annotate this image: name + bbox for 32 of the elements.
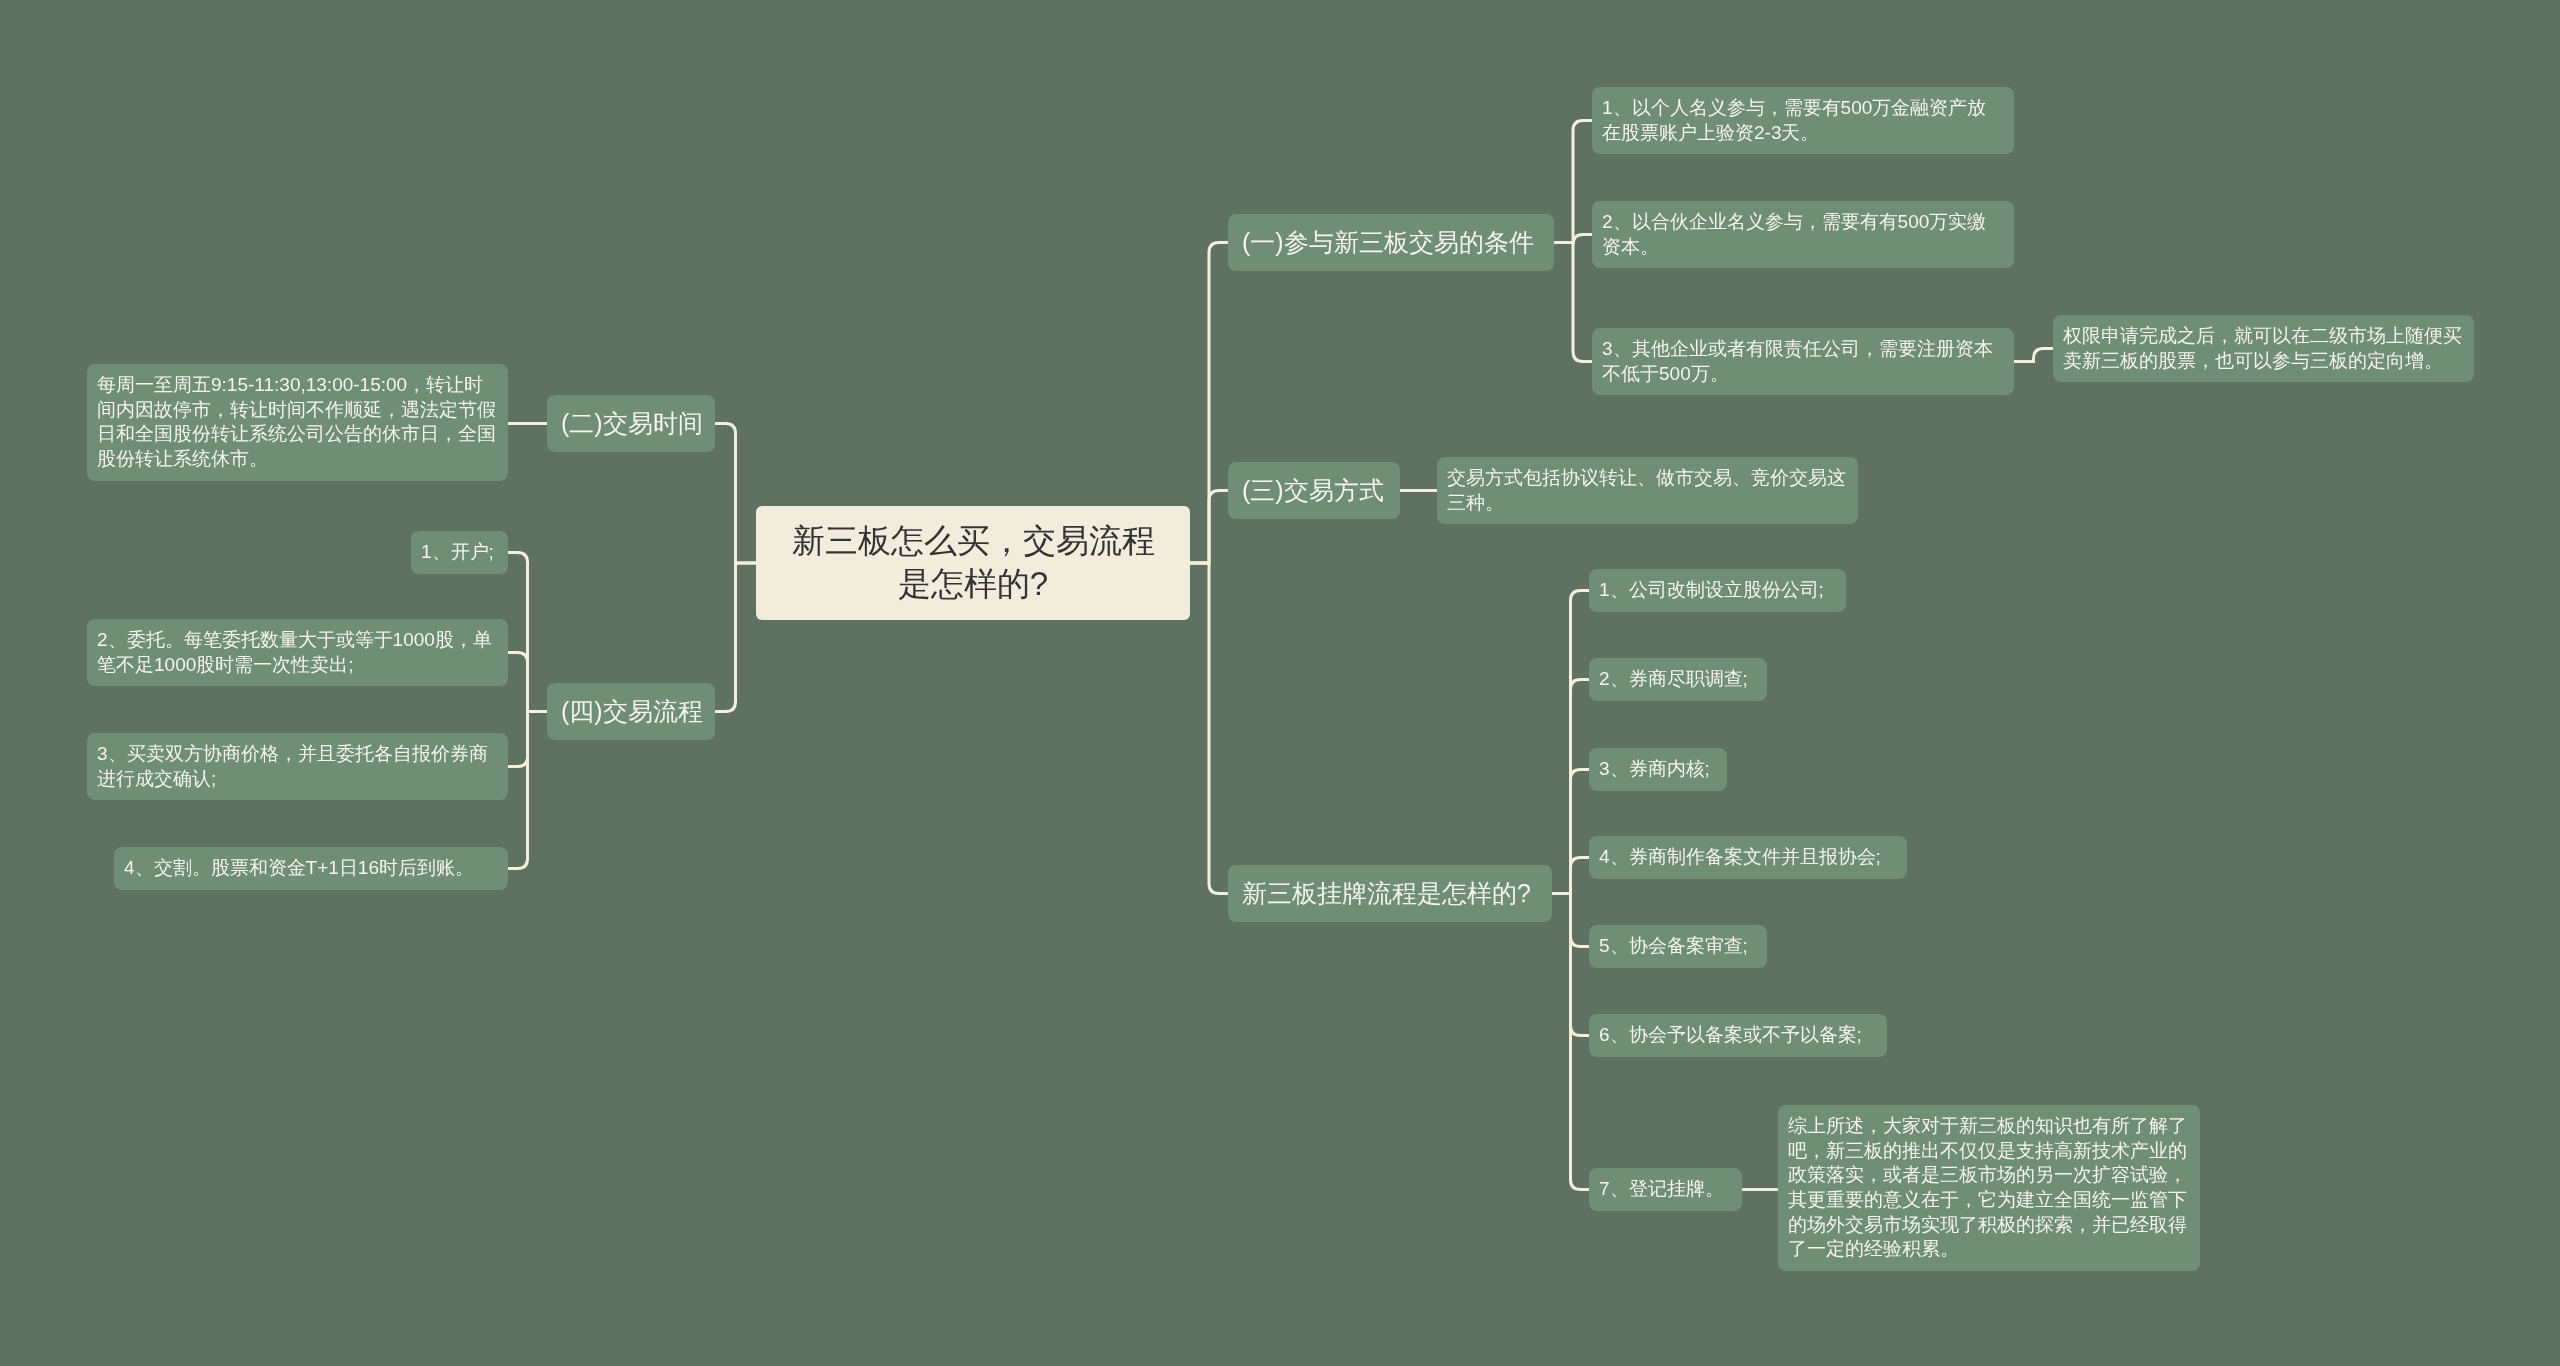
connector-line (715, 561, 756, 713)
branch-box: (一)参与新三板交易的条件 (1228, 214, 1554, 271)
leaf-box: 4、券商制作备案文件并且报协会; (1589, 836, 1907, 879)
connector-line (1400, 489, 1437, 492)
leaf-box: 综上所述，大家对于新三板的知识也有所了解了吧，新三板的推出不仅仅是支持高新技术产业的政策落实，或者是三板市场的另一次扩容试验，其更重要的意义在于，它为建立全国统一监管下的场外交易市场实现了积极的探索，并已经取得了一定的经验积累。 (1778, 1105, 2200, 1272)
connector-line (1552, 892, 1589, 1191)
leaf-box: 交易方式包括协议转让、做市交易、竞价交易这三种。 (1437, 457, 1858, 525)
leaf-box: 2、券商尽职调查; (1589, 658, 1767, 701)
leaf-box: 4、交割。股票和资金T+1日16时后到账。 (114, 847, 508, 890)
leaf-box: 6、协会予以备案或不予以备案; (1589, 1014, 1887, 1057)
leaf-box: 2、委托。每笔委托数量大于或等于1000股，单笔不足1000股时需一次性卖出; (87, 619, 508, 687)
leaf-box: 3、买卖双方协商价格，并且委托各自报价券商进行成交确认; (87, 733, 508, 801)
branch-box: 新三板挂牌流程是怎样的? (1228, 865, 1552, 922)
topic-box: 新三板怎么买，交易流程是怎样的? (756, 506, 1190, 620)
branch-box: (三)交易方式 (1228, 462, 1400, 519)
leaf-box: 7、登记挂牌。 (1589, 1168, 1742, 1211)
leaf-box: 2、以合伙企业名义参与，需要有有500万实缴资本。 (1592, 201, 2014, 269)
connector-line (1742, 1188, 1778, 1191)
leaf-box: 权限申请完成之后，就可以在二级市场上随便买卖新三板的股票，也可以参与三板的定向增。 (2053, 315, 2474, 383)
connector-line (508, 422, 547, 425)
leaf-box: 3、其他企业或者有限责任公司，需要注册资本不低于500万。 (1592, 328, 2014, 396)
connector-line (1190, 561, 1228, 895)
branch-box: (四)交易流程 (547, 683, 715, 740)
connector-line (1554, 241, 1592, 363)
connector-line (2014, 347, 2053, 363)
leaf-box: 1、公司改制设立股份公司; (1589, 569, 1846, 612)
leaf-box: 每周一至周五9:15-11:30,13:00-15:00，转让时间内因故停市，转让时间不作顺延，遇法定节假日和全国股份转让系统公司公告的休市日，全国股份转让系统休市。 (87, 364, 508, 481)
leaf-box: 5、协会备案审查; (1589, 925, 1767, 968)
leaf-box: 1、以个人名义参与，需要有500万金融资产放在股票账户上验资2-3天。 (1592, 87, 2014, 155)
branch-box: (二)交易时间 (547, 395, 715, 452)
leaf-box: 1、开户; (411, 531, 508, 574)
leaf-box: 3、券商内核; (1589, 748, 1727, 791)
